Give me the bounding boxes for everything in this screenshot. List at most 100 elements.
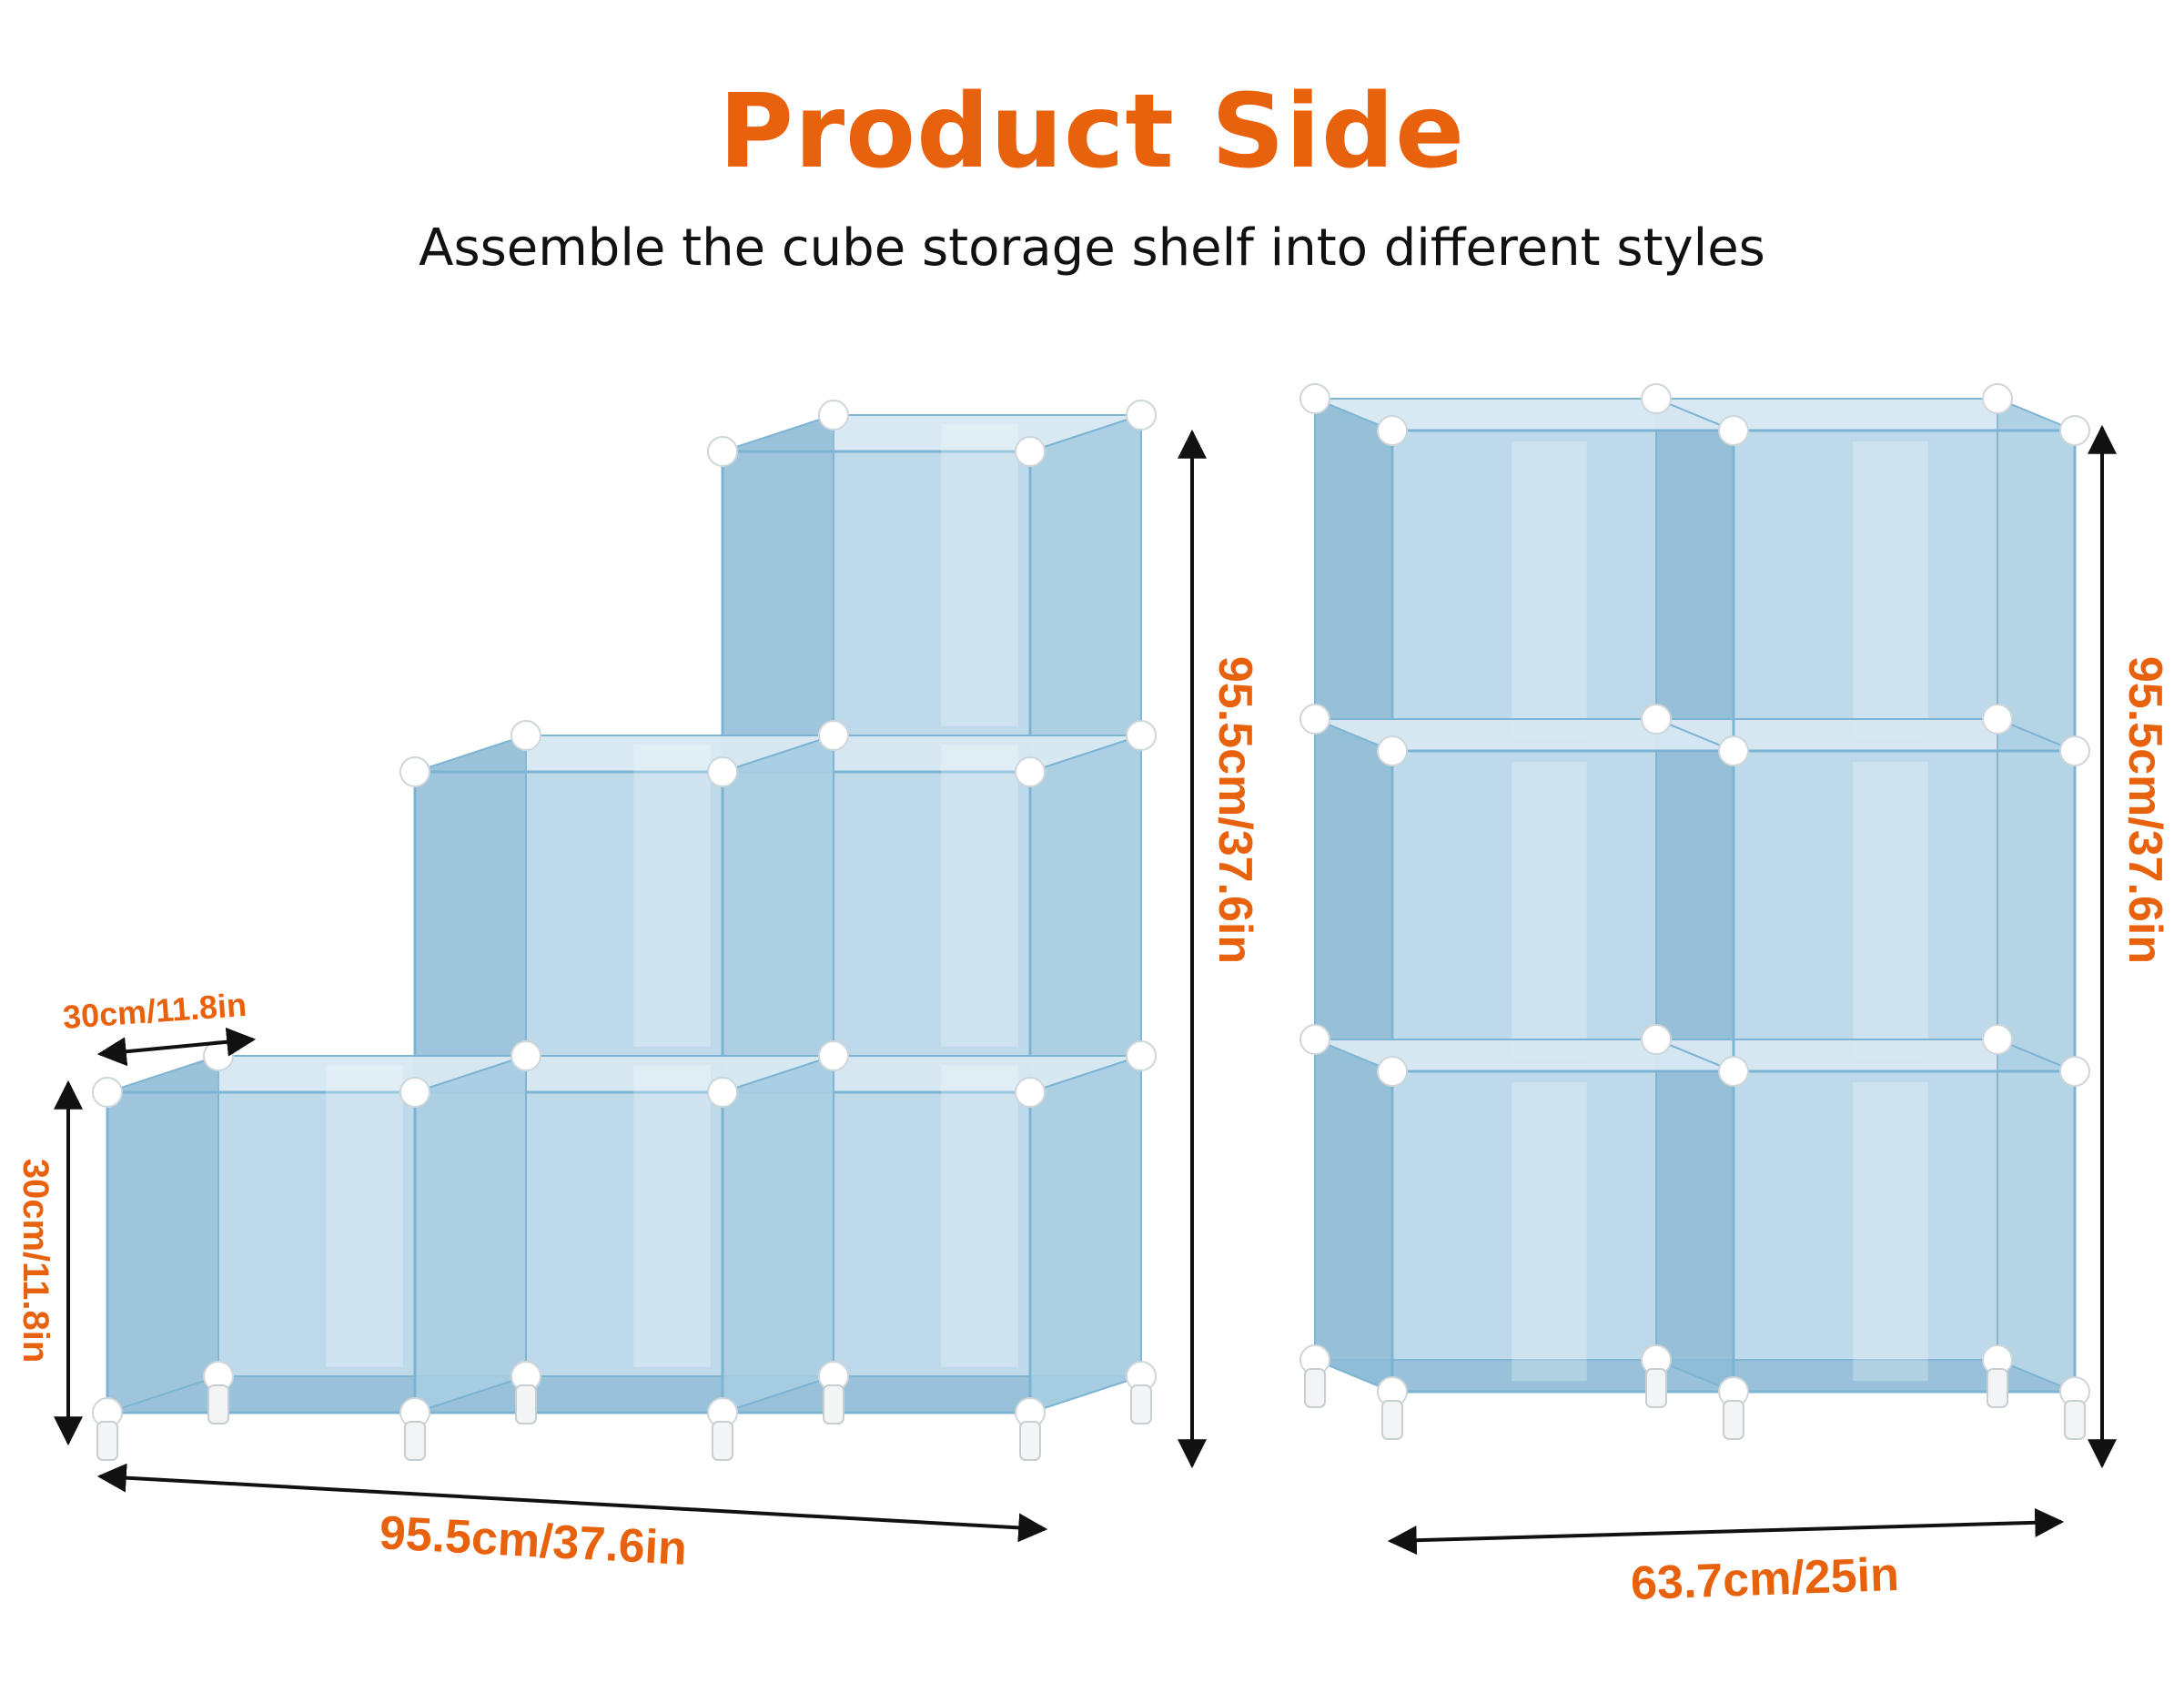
connector-joint (1126, 720, 1157, 751)
cube-highlight (1512, 441, 1587, 740)
cube-left-panel (414, 734, 527, 1094)
leg (96, 1421, 118, 1461)
connector-joint (818, 1040, 849, 1071)
left-total-height-label: 95.5cm/37.6in (1208, 656, 1261, 964)
page-subtitle: Assemble the cube storage shelf into dif… (419, 218, 1765, 278)
cube-left-panel (1655, 397, 1734, 753)
cube-right-panel (722, 1054, 834, 1414)
leg (515, 1384, 537, 1424)
cube-right-panel (1997, 717, 2076, 1073)
connector-joint (818, 720, 849, 751)
connector-joint (511, 1040, 541, 1071)
cube-front-frame (106, 1090, 417, 1414)
cube-right-panel (414, 1054, 527, 1414)
cube (1314, 1038, 1735, 1394)
leg (1987, 1368, 2008, 1408)
left-total-width-label: 95.5cm/37.6in (378, 1506, 688, 1576)
connector-joint (1015, 436, 1046, 467)
cube-left-panel (722, 413, 834, 774)
connector-joint (511, 720, 541, 751)
cube-highlight (633, 745, 711, 1047)
cube-front-frame (1390, 1070, 1735, 1394)
cube-right-panel (1029, 413, 1142, 774)
cube (1655, 1038, 2077, 1394)
cube-highlight (1853, 762, 1928, 1060)
connector-joint (1377, 415, 1408, 446)
left-cube-width-label: 30cm/11.8in (62, 986, 248, 1036)
cube-right-panel (1029, 1054, 1142, 1414)
connector-joint (92, 1077, 123, 1108)
connector-joint (203, 1040, 234, 1071)
cube-right-panel (1997, 397, 2076, 753)
connector-joint (1982, 704, 2013, 735)
cube-highlight (941, 745, 1018, 1047)
leg (404, 1421, 426, 1461)
cube-left-panel (1314, 1038, 1393, 1394)
connector-joint (1718, 735, 1749, 766)
leg (1723, 1400, 1744, 1440)
cube-right-panel (1029, 734, 1142, 1094)
dimension-arrows (54, 424, 2117, 1556)
connector-joint (1126, 400, 1157, 431)
cube-highlight (1512, 1082, 1587, 1381)
connector-joint (1982, 383, 2013, 414)
connector-joint (1641, 1024, 1672, 1055)
connector-joint (2059, 415, 2090, 446)
leg (1381, 1400, 1403, 1440)
right-total-width-label: 63.7cm/25in (1630, 1548, 1900, 1610)
cube-highlight (941, 1065, 1018, 1367)
connector-joint (1718, 415, 1749, 446)
cube-right-panel (1997, 1038, 2076, 1394)
connector-joint (1299, 383, 1330, 414)
cube-left-panel (106, 1054, 219, 1414)
cube-highlight (633, 1065, 711, 1367)
connector-joint (1299, 704, 1330, 735)
connector-joint (1015, 1077, 1046, 1108)
cube-highlight (1853, 1082, 1928, 1381)
connector-joint (399, 756, 430, 787)
connector-joint (707, 436, 738, 467)
connector-joint (707, 756, 738, 787)
connector-joint (1015, 756, 1046, 787)
leg (823, 1384, 844, 1424)
cube-left-panel (1314, 397, 1393, 753)
right-total-height-label: 95.5cm/37.6in (2118, 656, 2171, 964)
cube-right-panel (722, 734, 834, 1094)
connector-joint (1982, 1024, 2013, 1055)
leg (207, 1384, 229, 1424)
connector-joint (2059, 735, 2090, 766)
connector-joint (1377, 1056, 1408, 1087)
cube-highlight (1853, 441, 1928, 740)
cube (413, 1054, 834, 1414)
cube-highlight (326, 1065, 403, 1367)
leg (1019, 1421, 1041, 1461)
connector-joint (1126, 1040, 1157, 1071)
right-total-width-arrow (1387, 1507, 2065, 1556)
connector-joint (818, 400, 849, 431)
connector-joint (1299, 1024, 1330, 1055)
connector-joint (1641, 704, 1672, 735)
cube (1655, 397, 2077, 753)
leg (2064, 1400, 2086, 1440)
cube-left-panel (1314, 717, 1393, 1073)
connector-joint (2059, 1056, 2090, 1087)
leg (1130, 1384, 1152, 1424)
cube-left-panel (1655, 717, 1734, 1073)
cube-highlight (1512, 762, 1587, 1060)
cube (413, 734, 834, 1094)
page-title: Product Side (718, 73, 1466, 191)
left-cube-height-label: 30cm/11.8in (15, 1159, 56, 1364)
connector-joint (1718, 1056, 1749, 1087)
cube (106, 1054, 527, 1414)
left-total-width-arrow (96, 1463, 1048, 1543)
leg (1645, 1368, 1667, 1408)
connector-joint (707, 1077, 738, 1108)
left-staircase-shelf (92, 400, 1157, 1461)
leg (1304, 1368, 1326, 1408)
cube-left-panel (1655, 1038, 1734, 1394)
cube (721, 413, 1142, 774)
connector-joint (1641, 383, 1672, 414)
right-grid-shelf (1299, 383, 2090, 1440)
cube (1655, 717, 2077, 1073)
